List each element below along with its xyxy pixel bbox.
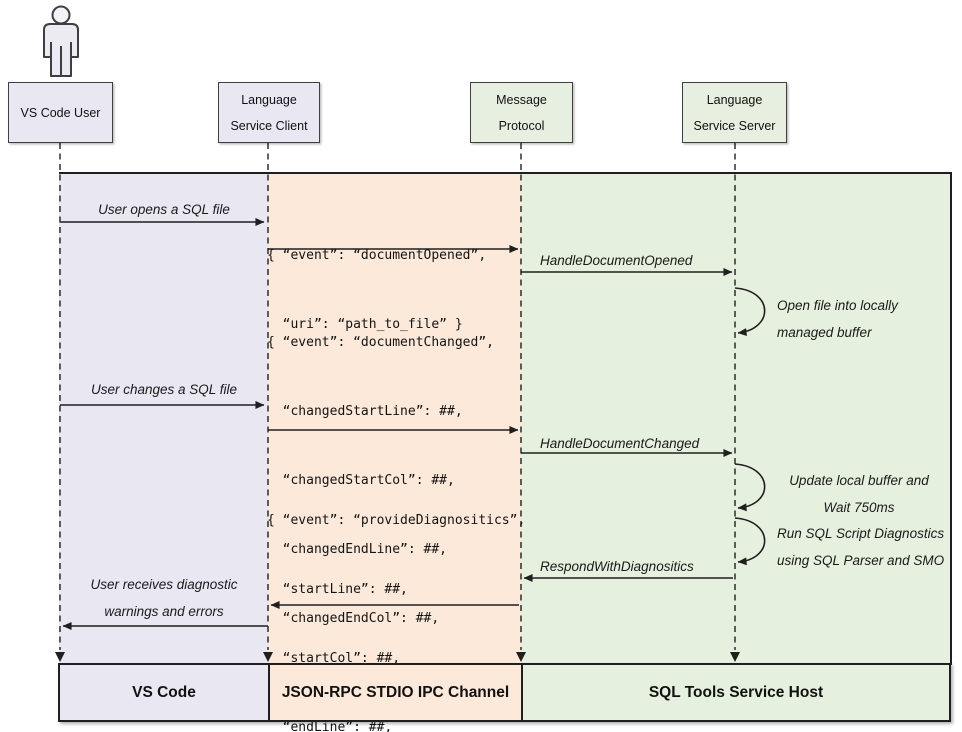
actor-label: Service Server (693, 118, 776, 133)
payload-line: “changedStartLine”: ##, (267, 404, 463, 419)
payload-line: { “event”: “documentChanged”, (267, 335, 494, 350)
actor-label: Message (496, 92, 547, 107)
actor-label: VS Code User (20, 105, 101, 120)
actor-label: Protocol (498, 118, 545, 133)
payload-document-opened: { “event”: “documentOpened”, “uri”: “pat… (267, 198, 486, 382)
footer-box-vscode: VS Code (60, 665, 268, 720)
footer-label: VS Code (132, 683, 196, 701)
label-line: managed buffer (777, 325, 872, 340)
user-actor-icon (43, 5, 79, 77)
footer-box-service-host: SQL Tools Service Host (521, 665, 949, 720)
actor-box-message-protocol: Message Protocol (470, 82, 573, 143)
label-line: using SQL Parser and SMO (777, 553, 945, 568)
actor-label: Service Client (230, 118, 308, 133)
footer-lane-row: VS Code JSON-RPC STDIO IPC Channel SQL T… (58, 663, 951, 722)
label-handle-document-changed: HandleDocumentChanged (540, 436, 700, 451)
label-user-opens: User opens a SQL file (98, 202, 230, 217)
label-open-file: Open file into locally managed buffer (777, 292, 898, 346)
label-line: Run SQL Script Diagnostics (777, 526, 945, 541)
lane-service-host (521, 172, 951, 663)
payload-line: “changedStartCol”: ##, (267, 473, 455, 488)
payload-line: { “event”: “documentOpened”, (267, 248, 487, 263)
label-user-receives: User receives diagnostic warnings and er… (60, 571, 268, 625)
payload-line: “changedEndLine”: ##, (267, 542, 448, 557)
payload-line: “startCol”: ##, (267, 651, 401, 666)
payload-line: “uri”: “path_to_file” } (267, 317, 463, 332)
label-line: Update local buffer and (789, 473, 929, 488)
footer-box-ipc-channel: JSON-RPC STDIO IPC Channel (268, 665, 521, 720)
label-line: Wait 750ms (823, 500, 895, 515)
label-user-changes: User changes a SQL file (90, 382, 238, 397)
lane-ipc-channel (268, 172, 521, 663)
actor-box-vscode-user: VS Code User (8, 82, 113, 143)
label-line: Open file into locally (777, 298, 898, 313)
payload-line: “changedEndCol”: ##, (267, 611, 440, 626)
payload-line: “endLine”: ##, (267, 720, 393, 732)
payload-provide-diagnostics: { “event”: “provideDiagnositics”, “start… (267, 463, 525, 732)
payload-line: { “event”: “provideDiagnositics”, (267, 513, 526, 528)
footer-label: JSON-RPC STDIO IPC Channel (281, 683, 510, 701)
label-line: User receives diagnostic (90, 577, 238, 592)
label-handle-document-opened: HandleDocumentOpened (540, 253, 693, 268)
label-run-diagnostics: Run SQL Script Diagnostics using SQL Par… (777, 520, 944, 574)
actor-label: Language (706, 92, 763, 107)
actor-label: Language (241, 92, 297, 107)
footer-label: SQL Tools Service Host (648, 683, 824, 701)
label-update-buffer: Update local buffer and Wait 750ms (770, 467, 948, 521)
label-respond-with-diagnostics: RespondWithDiagnositics (540, 559, 694, 574)
actor-box-language-service-server: Language Service Server (682, 82, 787, 143)
actor-box-language-service-client: Language Service Client (218, 82, 320, 143)
payload-line: “startLine”: ##, (267, 582, 408, 597)
lane-vscode (59, 172, 268, 663)
label-line: warnings and errors (104, 604, 224, 619)
